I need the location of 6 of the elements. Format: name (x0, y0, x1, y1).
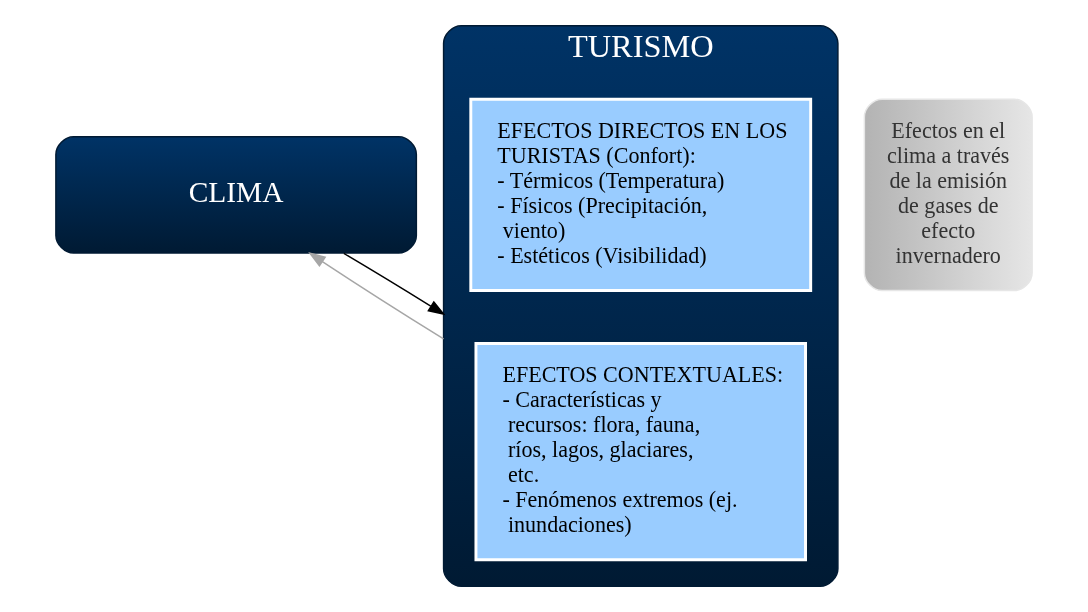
node-box: Efectos en el clima a través de la emisión de gases de efecto invernadero (863, 98, 1033, 292)
node-box: EFECTOS DIRECTOS EN LOS TURISTAS (Confort): - Térmicos (Temperatura) - Físicos (Precipitación, viento) - Estéticos (Visibilidad) (469, 97, 813, 293)
node-box: CLIMA (55, 136, 418, 254)
arrow (343, 252, 446, 316)
arrow (308, 252, 445, 340)
node-box: EFECTOS CONTEXTUALES: - Características y recursos: flora, fauna, ríos, lagos, glaciares, etc. - Fenómenos extremos (ej. inundaciones) (474, 342, 807, 562)
